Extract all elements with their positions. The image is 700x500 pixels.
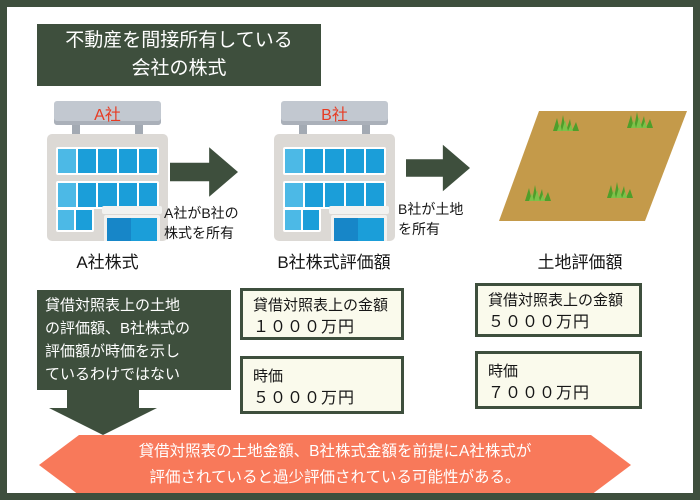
note-line: 貸借対照表上の土地 (45, 297, 181, 314)
market-value-amount: ５０００万円 (253, 390, 356, 407)
window-pane (58, 149, 77, 173)
grass-icon (553, 115, 579, 131)
title-line-2: 会社の株式 (131, 58, 227, 79)
market-value-amount: ７０００万円 (488, 385, 591, 402)
door-canopy (102, 206, 162, 214)
b-shares-book-value-box: 貸借対照表上の金額 １０００万円 (240, 288, 404, 340)
grass-icon (627, 112, 653, 128)
window-pane (138, 149, 158, 173)
window-pane (285, 183, 304, 207)
building-a-sign: A社 (54, 101, 161, 125)
window-pane (138, 183, 158, 207)
note-line: ているわけではない (45, 366, 181, 383)
market-value-label: 時価 (253, 368, 284, 385)
building-b-illustration: B社 (272, 101, 397, 241)
building-b-caption: B社株式評価額 (277, 253, 391, 272)
door-leaf (360, 218, 384, 241)
window-pane (58, 183, 77, 207)
caption-line: B社が土地 (398, 201, 464, 217)
book-value-label: 貸借対照表上の金額 (488, 292, 624, 309)
building-b-sign: B社 (281, 101, 388, 125)
arrow-right-icon (406, 144, 470, 192)
caption-line: を所有 (398, 221, 440, 237)
window-pane (118, 183, 137, 207)
window-band (283, 147, 386, 175)
caption-line: A社がB社の (164, 205, 239, 221)
land-market-value-box: 時価 ７０００万円 (475, 351, 642, 409)
window-band (56, 181, 159, 209)
window-pane (365, 149, 385, 173)
door-leaf (107, 218, 131, 241)
sign-post (362, 125, 370, 135)
title-line-1: 不動産を間接所有している (65, 30, 293, 51)
window-pane (78, 149, 97, 173)
window-pane (345, 183, 364, 207)
arrow-b-to-land-caption: B社が土地 を所有 (398, 199, 498, 239)
door-leaf (334, 218, 358, 241)
grass-icon (607, 182, 633, 198)
window-pane (305, 183, 324, 207)
note-box: 貸借対照表上の土地 の評価額、B社株式の 評価額が時価を示し ているわけではない (37, 290, 231, 390)
sign-post (72, 125, 80, 135)
book-value-amount: ５０００万円 (488, 314, 591, 331)
conclusion-line-2: 評価されていると過少評価されている可能性がある。 (149, 469, 521, 486)
door-leaf (133, 218, 157, 241)
building-body (274, 134, 395, 241)
b-shares-market-value-box: 時価 ５０００万円 (240, 356, 404, 414)
note-line: の評価額、B社株式の (45, 320, 191, 337)
window-band (283, 181, 386, 209)
window-pane (303, 210, 319, 230)
arrow-a-to-b-caption: A社がB社の 株式を所有 (164, 203, 274, 243)
sign-post (299, 125, 307, 135)
window-pane (118, 149, 137, 173)
land-caption: 土地評価額 (537, 253, 623, 272)
building-a-caption: A社株式 (76, 253, 139, 272)
window-pane (98, 149, 117, 173)
window-pane (58, 210, 74, 230)
book-value-label: 貸借対照表上の金額 (253, 297, 389, 314)
window-pane (78, 183, 97, 207)
door-canopy (329, 206, 389, 214)
small-window (283, 208, 321, 232)
small-window (56, 208, 94, 232)
door (331, 215, 387, 241)
note-line: 評価額が時価を示し (45, 343, 181, 360)
sign-post (135, 125, 143, 135)
arrow-right-icon (170, 147, 238, 197)
caption-line: 株式を所有 (164, 225, 234, 241)
window-pane (76, 210, 92, 230)
grass-icon (525, 185, 551, 201)
window-pane (325, 149, 344, 173)
window-band (56, 147, 159, 175)
title-box: 不動産を間接所有している 会社の株式 (37, 24, 321, 86)
window-pane (345, 149, 364, 173)
window-pane (325, 183, 344, 207)
window-pane (285, 210, 301, 230)
window-pane (365, 183, 385, 207)
building-body (47, 134, 168, 241)
conclusion-line-1: 貸借対照表の土地金額、B社株式金額を前提にA社株式が (138, 443, 532, 460)
land-book-value-box: 貸借対照表上の金額 ５０００万円 (475, 283, 642, 337)
window-pane (98, 183, 117, 207)
window-pane (285, 149, 304, 173)
land-illustration (499, 111, 687, 221)
arrow-down-icon (49, 390, 157, 435)
window-pane (305, 149, 324, 173)
building-a-illustration: A社 (45, 101, 170, 241)
market-value-label: 時価 (488, 363, 519, 380)
door (104, 215, 160, 241)
book-value-amount: １０００万円 (253, 319, 356, 336)
conclusion-banner: 貸借対照表の土地金額、B社株式金額を前提にA社株式が 評価されていると過少評価さ… (39, 435, 631, 493)
